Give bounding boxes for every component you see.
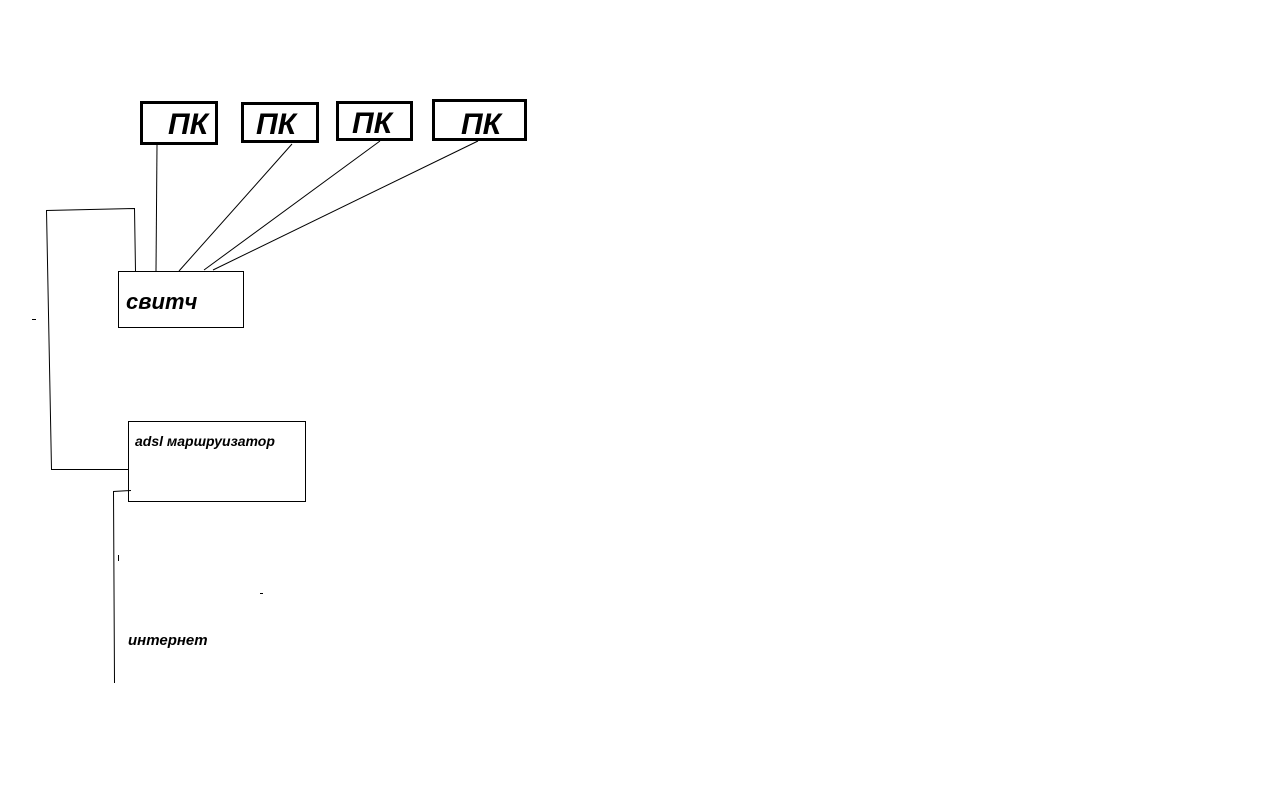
pc-box-4 [432,99,527,141]
switch-router-link [45,207,136,470]
pc4-switch-link [212,140,479,271]
internet-label: интернет [128,632,208,649]
pc-box-1 [140,101,218,145]
router-label: adsl маршруизатор [135,433,275,449]
switch-label: свитч [126,289,198,314]
pc-label-2: ПК [256,108,297,141]
switch-box [118,271,244,328]
pc-box-3 [336,101,413,141]
pc-label-3: ПК [352,107,393,140]
pc-box-2 [241,102,319,143]
pc-label-1: ПК [168,108,209,141]
pc2-switch-link [178,143,293,272]
router-internet-link [112,490,132,684]
pc3-switch-link [203,140,381,271]
pc-label-4: ПК [461,108,502,141]
router-box [128,421,306,502]
pc1-switch-link [155,144,158,272]
